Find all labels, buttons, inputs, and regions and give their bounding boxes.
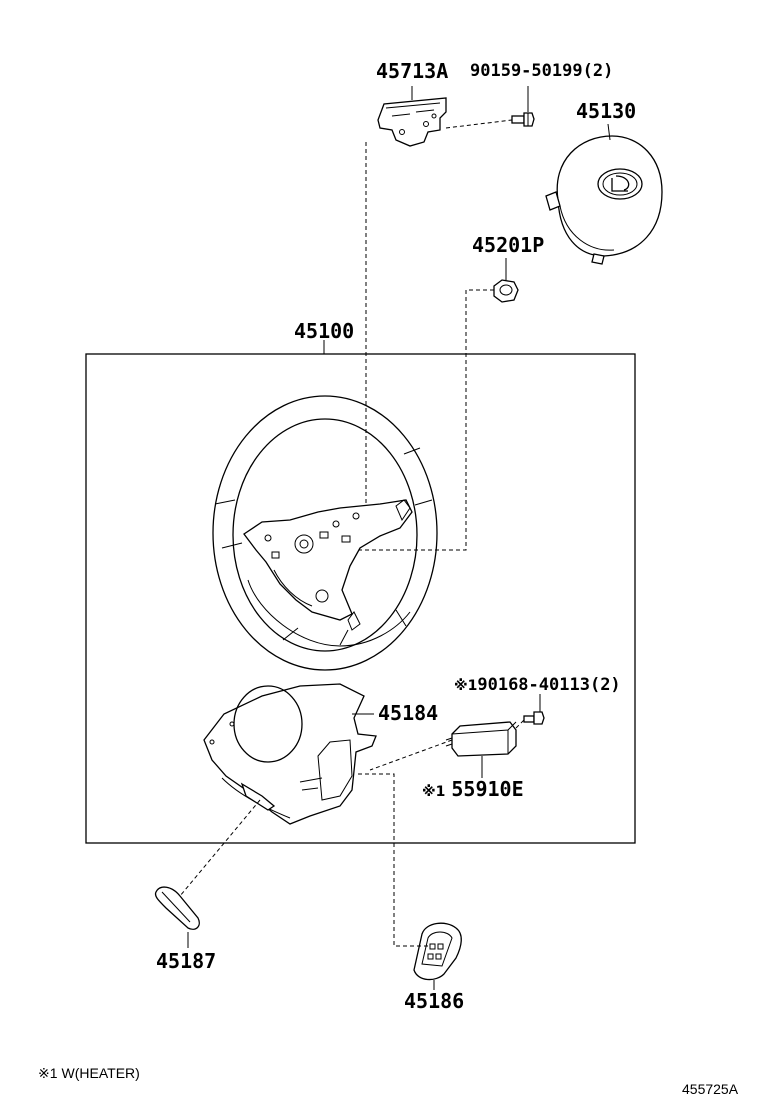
switch-cover-dash — [358, 773, 430, 947]
airbag-45130-drawing — [545, 135, 663, 265]
label-45130: 45130 — [576, 99, 636, 123]
heater-to-cover-dash — [369, 739, 453, 771]
bracket-45713a-drawing — [377, 97, 447, 147]
label-45201p: 45201P — [472, 233, 544, 257]
label-45713a: 45713A — [376, 59, 448, 83]
heater-screw-dash — [515, 719, 525, 729]
nut-45201p-drawing — [493, 279, 519, 303]
switch-cover-45186-drawing — [413, 922, 462, 981]
label-90159-50199: 90159-50199(2) — [470, 61, 613, 81]
steering-wheel-drawing — [212, 395, 438, 671]
assembly-frame — [85, 353, 636, 844]
bracket-screw-drawing — [511, 112, 535, 127]
ornament-dash — [179, 799, 261, 897]
label-45186: 45186 — [404, 989, 464, 1013]
label-90168-40113: ※190168-40113(2) — [454, 675, 621, 695]
label-45184: 45184 — [378, 701, 438, 725]
heater-screw-drawing — [523, 711, 545, 725]
ornament-45187-drawing — [154, 886, 200, 930]
nut-to-wheel-dash — [358, 289, 494, 551]
heater-module-drawing — [445, 721, 517, 757]
airbag-leader — [607, 123, 611, 141]
lower-cover-45184-drawing — [203, 683, 377, 825]
label-45187: 45187 — [156, 949, 216, 973]
screw-to-bracket-dash — [445, 119, 513, 129]
diagram-id: 455725A — [682, 1081, 739, 1097]
label-45100: 45100 — [294, 319, 354, 343]
